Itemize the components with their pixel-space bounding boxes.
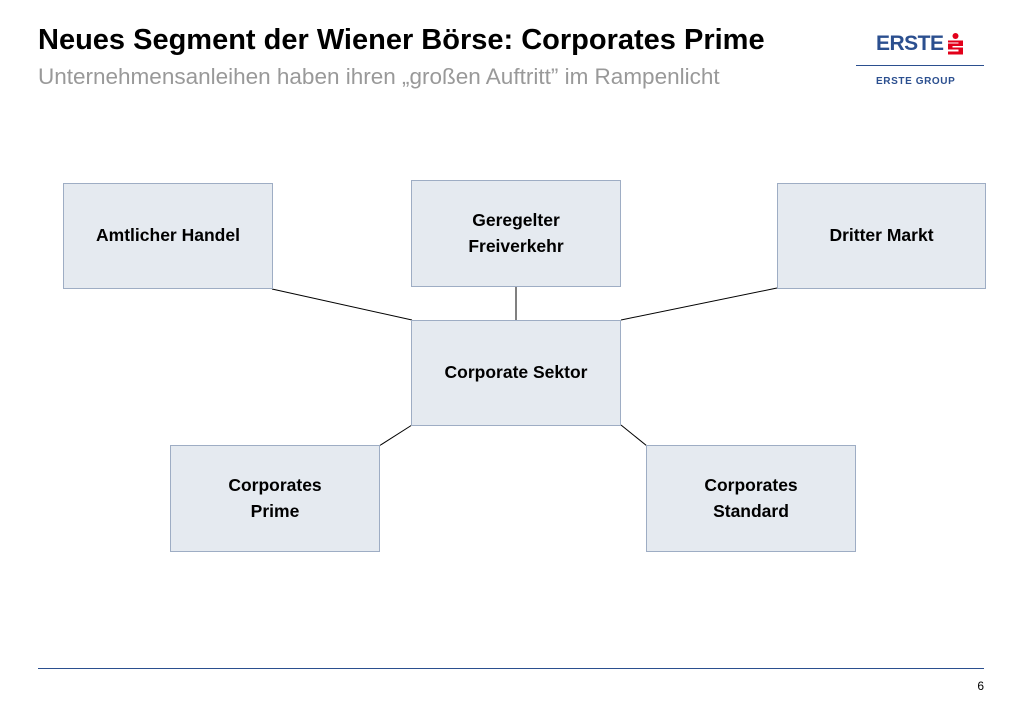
logo-wordmark: ERSTE (876, 32, 944, 55)
logo-mark: ERSTE (876, 32, 964, 56)
footer-rule (38, 668, 984, 669)
node-amtlicher-handel: Amtlicher Handel (63, 183, 273, 289)
connector-corporates-standard (620, 424, 648, 447)
node-corporates-standard: Corporates Standard (646, 445, 856, 552)
node-corporates-prime: Corporates Prime (170, 445, 380, 552)
node-corporate-sektor: Corporate Sektor (411, 320, 621, 426)
node-geregelter-freiverkehr: Geregelter Freiverkehr (411, 180, 621, 287)
page-number: 6 (977, 679, 984, 693)
connector-corporates-prime (378, 424, 413, 447)
page-title: Neues Segment der Wiener Börse: Corporat… (38, 24, 765, 56)
connector-amtlicher-handel (271, 288, 413, 321)
sparkasse-s-icon (947, 33, 963, 55)
connector-dritter-markt (620, 287, 778, 321)
logo-group-label: ERSTE GROUP (876, 76, 956, 87)
node-dritter-markt: Dritter Markt (777, 183, 986, 289)
erste-logo: ERSTE ERSTE GROUP (856, 28, 984, 92)
page-subtitle: Unternehmensanleihen haben ihren „großen… (38, 64, 720, 89)
logo-divider (856, 65, 984, 66)
